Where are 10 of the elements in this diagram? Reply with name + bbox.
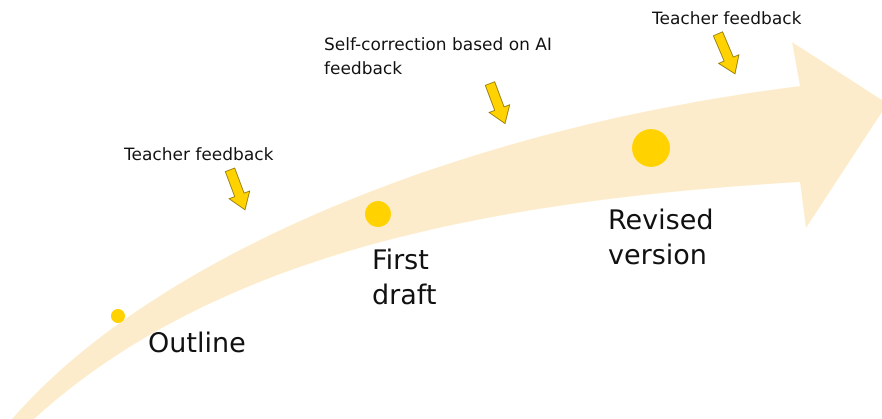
feedback-label: Teacher feedback <box>652 8 872 32</box>
milestone-label: Revised version <box>608 204 714 274</box>
arrow <box>712 31 740 74</box>
feedback-label: Self-correction based on AI feedback <box>324 34 624 82</box>
arrow <box>484 81 510 124</box>
feedback-label: Teacher feedback <box>124 144 354 168</box>
milestone-dot <box>111 309 125 323</box>
milestone-label: Outline <box>148 327 247 361</box>
milestone-label: First draft <box>372 244 438 314</box>
arrow <box>224 167 250 210</box>
